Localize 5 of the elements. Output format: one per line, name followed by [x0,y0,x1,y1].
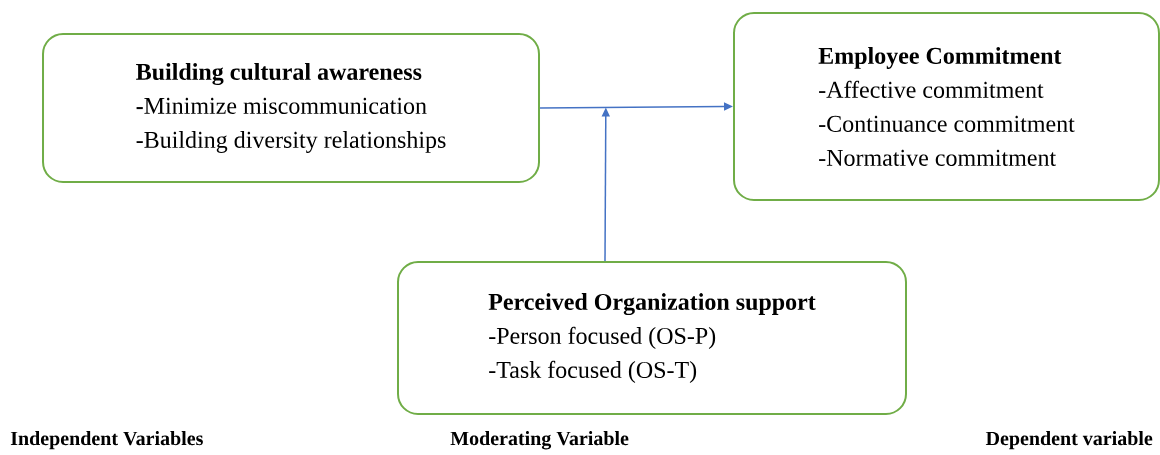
variable-type-label: Dependent variable [985,431,1153,450]
variable-box: Building cultural awareness -Minimize miscommunication -Building diversity relationships [42,33,540,183]
variable-box: Perceived Organization support -Person focused (OS-P) -Task focused (OS-T) [397,261,907,415]
variable-box: Employee Commitment -Affective commitment -Continuance commitment -Normative commitment [733,12,1160,201]
variable-type-label: Independent Variables [10,431,203,450]
